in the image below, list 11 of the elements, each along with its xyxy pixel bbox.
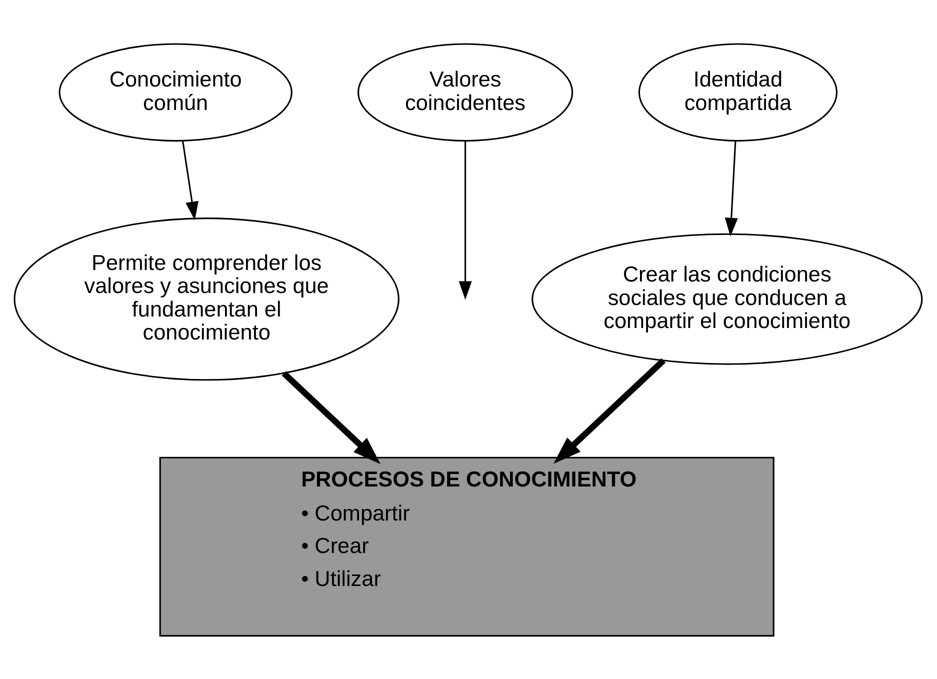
arrow	[554, 358, 666, 464]
arrow	[282, 370, 381, 464]
node-ellipse: Valores coincidentes	[358, 42, 574, 142]
node-ellipse: Identidad compartida	[638, 42, 838, 142]
arrow	[458, 140, 472, 300]
node-ellipse: Conocimiento común	[58, 42, 292, 142]
arrow	[182, 140, 198, 220]
arrow	[724, 140, 738, 236]
node-box: PROCESOS DE CONOCIMIENTO • Compartir • Crear • Utilizar	[159, 456, 774, 636]
node-ellipse: Crear las condiciones sociales que conducen a compartir el conocimiento	[532, 232, 923, 364]
node-ellipse: Permite comprender los valores y asunciones que fundamentan el conocimiento	[14, 217, 400, 380]
